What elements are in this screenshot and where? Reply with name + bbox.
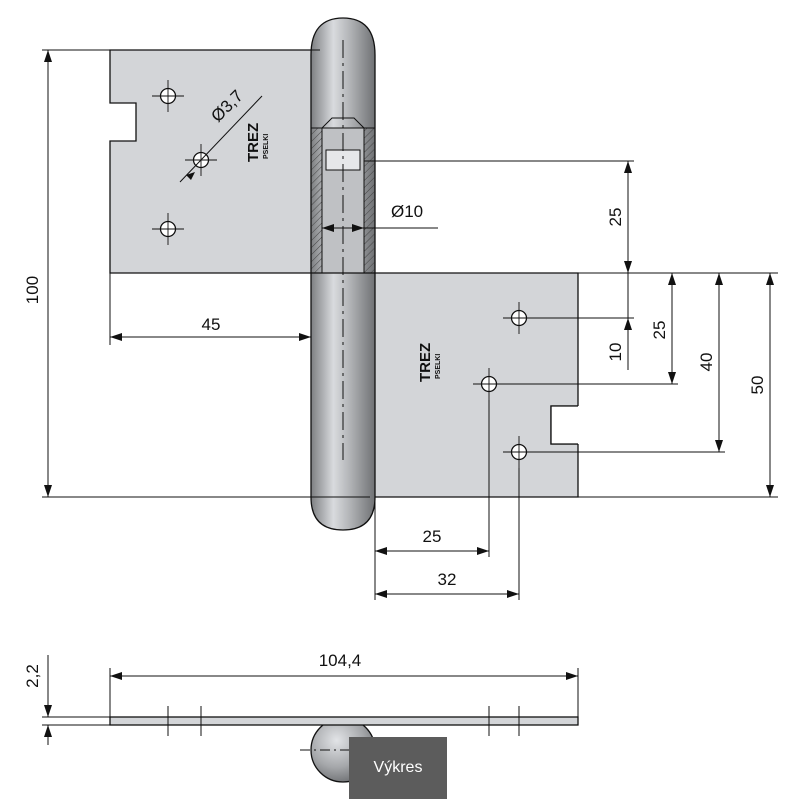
dim-thickness: 2,2 xyxy=(23,664,42,688)
dim-total-height: 100 xyxy=(23,276,42,304)
svg-text:PSELKI: PSELKI xyxy=(435,354,442,379)
dimension-arrows xyxy=(44,50,774,598)
dim-50: 50 xyxy=(748,376,767,395)
dim-pin-diameter: Ø10 xyxy=(391,202,423,221)
dim-h32: 32 xyxy=(438,570,457,589)
dim-10: 10 xyxy=(606,343,625,362)
dim-total-width: 104,4 xyxy=(319,651,362,670)
brand-logo-lower: TREZ PSELKI xyxy=(417,343,442,382)
dim-leaf-width: 45 xyxy=(202,315,221,334)
dim-25-upper: 25 xyxy=(606,208,625,227)
dim-40: 40 xyxy=(697,353,716,372)
svg-text:PSELKI: PSELKI xyxy=(263,134,270,159)
svg-text:TREZ: TREZ xyxy=(417,343,434,382)
dim-h25: 25 xyxy=(423,527,442,546)
dimension-lines xyxy=(42,49,778,600)
lower-leaf xyxy=(369,272,579,498)
dim-25-lower: 25 xyxy=(650,321,669,340)
side-view xyxy=(42,655,579,783)
svg-text:TREZ: TREZ xyxy=(245,123,262,162)
brand-logo-upper: TREZ PSELKI xyxy=(245,123,270,162)
upper-leaf xyxy=(109,49,321,274)
drawing-tab-button[interactable]: Výkres xyxy=(349,737,447,799)
